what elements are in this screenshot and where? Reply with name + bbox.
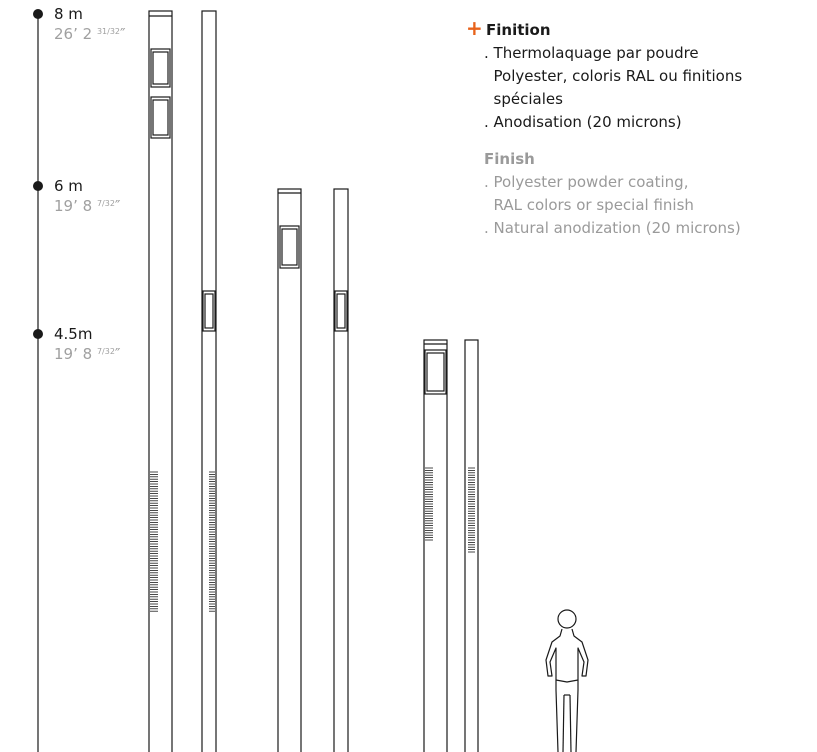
- pole-4-5m-side-vents: [468, 467, 475, 553]
- pole-6m-front: [277, 188, 302, 752]
- scale-dot-6m: [33, 181, 43, 191]
- finish-list-en: Finish . Polyester powder coating, RAL c…: [484, 148, 741, 240]
- finish-item-en: . Natural anodization (20 microns): [484, 219, 741, 237]
- height-imperial-label: 19’ 8 7/32″: [54, 197, 121, 215]
- pole-6m-side: [333, 188, 349, 752]
- finish-item-fr: . Anodisation (20 microns): [484, 113, 682, 131]
- finish-item-fr: spéciales: [484, 90, 563, 108]
- pole-8m-front-vents: [150, 471, 158, 612]
- finish-list-fr: . Thermolaquage par poudre Polyester, co…: [484, 42, 742, 134]
- height-label-4-5m: 4.5m 19’ 8 7/32″: [54, 325, 121, 363]
- finish-title-en: Finish: [484, 150, 535, 168]
- human-silhouette-icon: [545, 609, 589, 752]
- pole-4-5m-front-vents: [425, 467, 433, 541]
- scale-dot-4-5m: [33, 329, 43, 339]
- pole-4-5m-side: [464, 339, 479, 752]
- plus-icon: +: [466, 16, 483, 40]
- scale-dot-8m: [33, 9, 43, 19]
- finish-item-fr: Polyester, coloris RAL ou finitions: [484, 67, 743, 85]
- finish-item-fr: . Thermolaquage par poudre: [484, 44, 699, 62]
- pole-8m-side-vents: [209, 471, 215, 612]
- pole-8m-side: [201, 10, 217, 752]
- finish-title-fr: Finition: [486, 21, 551, 39]
- height-metric-label: 4.5m: [54, 325, 93, 343]
- height-label-8m: 8 m 26’ 2 31/32″: [54, 5, 126, 43]
- pole-8m-front: [148, 10, 173, 752]
- height-metric-label: 8 m: [54, 5, 83, 23]
- finish-item-en: . Polyester powder coating,: [484, 173, 689, 191]
- finish-item-en: RAL colors or special finish: [484, 196, 694, 214]
- height-metric-label: 6 m: [54, 177, 83, 195]
- pole-4-5m-front: [423, 339, 448, 752]
- height-imperial-label: 26’ 2 31/32″: [54, 25, 126, 43]
- height-label-6m: 6 m 19’ 8 7/32″: [54, 177, 121, 215]
- height-imperial-label: 19’ 8 7/32″: [54, 345, 121, 363]
